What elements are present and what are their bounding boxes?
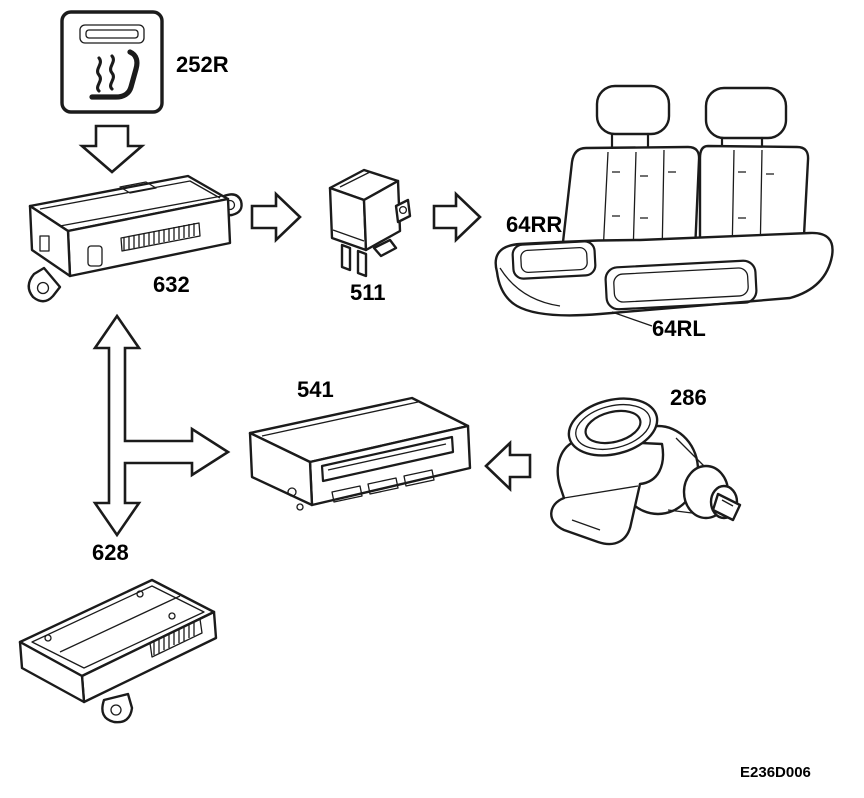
pad-rl-inner	[613, 267, 749, 303]
arrow-double-ecu-module-branch-panel	[92, 313, 231, 538]
lid-edge-line	[59, 195, 223, 227]
ignition-switch-286	[550, 397, 742, 546]
arrow-left-ignition-to-panel	[484, 439, 532, 493]
pad-rr-inner	[520, 246, 588, 274]
key-tab-line	[721, 499, 734, 507]
switch-window	[79, 24, 145, 44]
headrest-left	[595, 84, 671, 136]
panel-screw-1	[287, 487, 297, 497]
panel-display-line	[327, 443, 447, 471]
rear-seat	[494, 84, 834, 327]
module-lid-seam	[31, 585, 205, 669]
cushion-contour	[499, 267, 561, 307]
label-252r: 252R	[176, 52, 229, 77]
panel-button-3	[403, 469, 435, 487]
opening-inner	[584, 409, 642, 445]
side-detail	[39, 235, 50, 252]
module-tab	[101, 692, 134, 724]
panel-display-window	[320, 435, 455, 483]
relay-pin-2	[356, 249, 368, 278]
module-screw-3	[168, 612, 176, 620]
panel-screw-2	[296, 503, 304, 511]
relay-front-seam	[332, 229, 365, 242]
panel-left-face	[248, 431, 314, 507]
opening-rim	[575, 403, 651, 451]
ecu-left-face	[28, 204, 72, 278]
label-628: 628	[92, 540, 129, 565]
heat-wave-1	[96, 56, 102, 93]
relay-bracket	[394, 198, 412, 224]
seat-profile	[89, 49, 140, 100]
label-511: 511	[350, 280, 386, 305]
heated-seat-icon	[89, 49, 140, 100]
rear-module-628	[18, 578, 218, 724]
relay-top-seam	[339, 171, 371, 188]
leader-64rl	[611, 311, 653, 327]
arrow-right-relay-to-seat	[432, 190, 482, 244]
relay-right-face	[362, 179, 402, 252]
module-left-face	[18, 640, 86, 704]
relay-bracket-hole	[398, 205, 408, 215]
heat-pad-rr	[511, 240, 597, 280]
arrow-right-ecu-to-relay	[250, 190, 302, 244]
module-screw-2	[136, 590, 144, 598]
switch-window-inner	[85, 29, 139, 39]
panel-button-1	[331, 485, 363, 503]
mount-tab-left	[27, 266, 62, 303]
pad-rl-outer	[604, 259, 758, 311]
mount-hole-left	[36, 281, 50, 295]
module-panel-line	[59, 595, 181, 653]
top-detail	[119, 181, 157, 194]
display-panel-541	[248, 396, 472, 511]
relay-pin-1	[340, 243, 352, 272]
connector-pins	[123, 223, 195, 250]
headrest-right	[704, 86, 788, 140]
module-connector-pins	[153, 622, 195, 655]
key-tab	[711, 492, 742, 522]
module-screw-1	[44, 634, 52, 642]
housing-details	[563, 485, 639, 531]
heat-pad-rl	[604, 259, 758, 311]
arrow-down-switch-to-ecu	[78, 124, 146, 174]
relay-pin-bent	[372, 238, 398, 258]
panel-button-2	[367, 477, 399, 495]
housing-body	[550, 438, 665, 546]
doc-reference: E236D006	[740, 764, 811, 781]
heat-wave-2	[109, 54, 115, 91]
heated-seat-switch-252r	[60, 10, 164, 114]
label-541: 541	[297, 377, 334, 402]
headrest-posts-left	[610, 132, 650, 150]
panel-top-seam	[261, 401, 419, 437]
control-unit-632	[27, 174, 243, 303]
label-632: 632	[153, 272, 190, 297]
relay-511	[328, 168, 412, 278]
label-64rl: 64RL	[652, 316, 706, 341]
front-detail	[87, 245, 103, 267]
pad-rr-outer	[511, 240, 597, 280]
connector-outline	[120, 222, 201, 252]
module-connector-outline	[149, 618, 203, 658]
module-tab-hole	[110, 704, 122, 716]
lid-seam	[39, 180, 221, 210]
label-64rr: 64RR	[506, 212, 562, 237]
stitch-marks	[612, 171, 774, 219]
label-286: 286	[670, 385, 707, 410]
